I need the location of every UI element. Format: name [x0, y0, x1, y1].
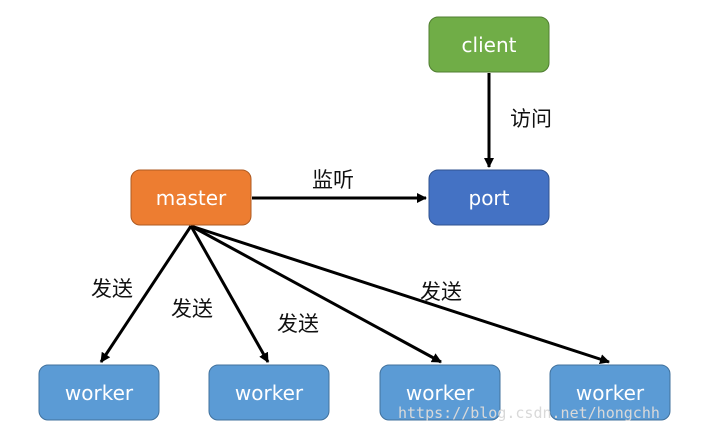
edge-label-master-port: 监听 — [312, 168, 354, 192]
edge-label-worker-3: 发送 — [277, 312, 319, 336]
edge-master-to-worker-1 — [99, 225, 193, 363]
edge-label-client-port: 访问 — [510, 107, 552, 131]
node-port: port — [428, 169, 550, 226]
node-worker-3-label: worker — [406, 381, 475, 405]
node-master: master — [130, 169, 252, 226]
node-worker-1-label: worker — [65, 381, 134, 405]
node-port-box — [428, 169, 550, 226]
node-worker-3: worker — [379, 364, 501, 421]
edge-label-worker-2: 发送 — [171, 297, 213, 321]
node-worker-2-label: worker — [235, 381, 304, 405]
node-client: client — [428, 16, 550, 73]
node-worker-2-box — [208, 364, 330, 421]
edge-master-to-worker-4 — [190, 224, 610, 364]
edge-label-worker-1: 发送 — [91, 277, 133, 301]
node-client-label: client — [462, 33, 517, 57]
edge-master-to-worker-2 — [189, 225, 270, 363]
node-worker-4: worker — [549, 364, 671, 421]
node-worker-3-box — [379, 364, 501, 421]
edges — [99, 73, 610, 364]
node-master-box — [130, 169, 252, 226]
watermark-text: https://blog.csdn.net/hongchh — [398, 404, 660, 422]
node-client-box — [428, 16, 550, 73]
edge-master-to-worker-3 — [190, 224, 442, 364]
node-master-label: master — [156, 186, 227, 210]
edge-labels: 访问 监听 发送 发送 发送 发送 — [91, 107, 552, 336]
node-worker-4-box — [549, 364, 671, 421]
edge-label-worker-4: 发送 — [420, 280, 462, 304]
node-worker-1-box — [38, 364, 160, 421]
node-worker-4-label: worker — [576, 381, 645, 405]
node-worker-2: worker — [208, 364, 330, 421]
node-port-label: port — [469, 186, 510, 210]
node-worker-1: worker — [38, 364, 160, 421]
